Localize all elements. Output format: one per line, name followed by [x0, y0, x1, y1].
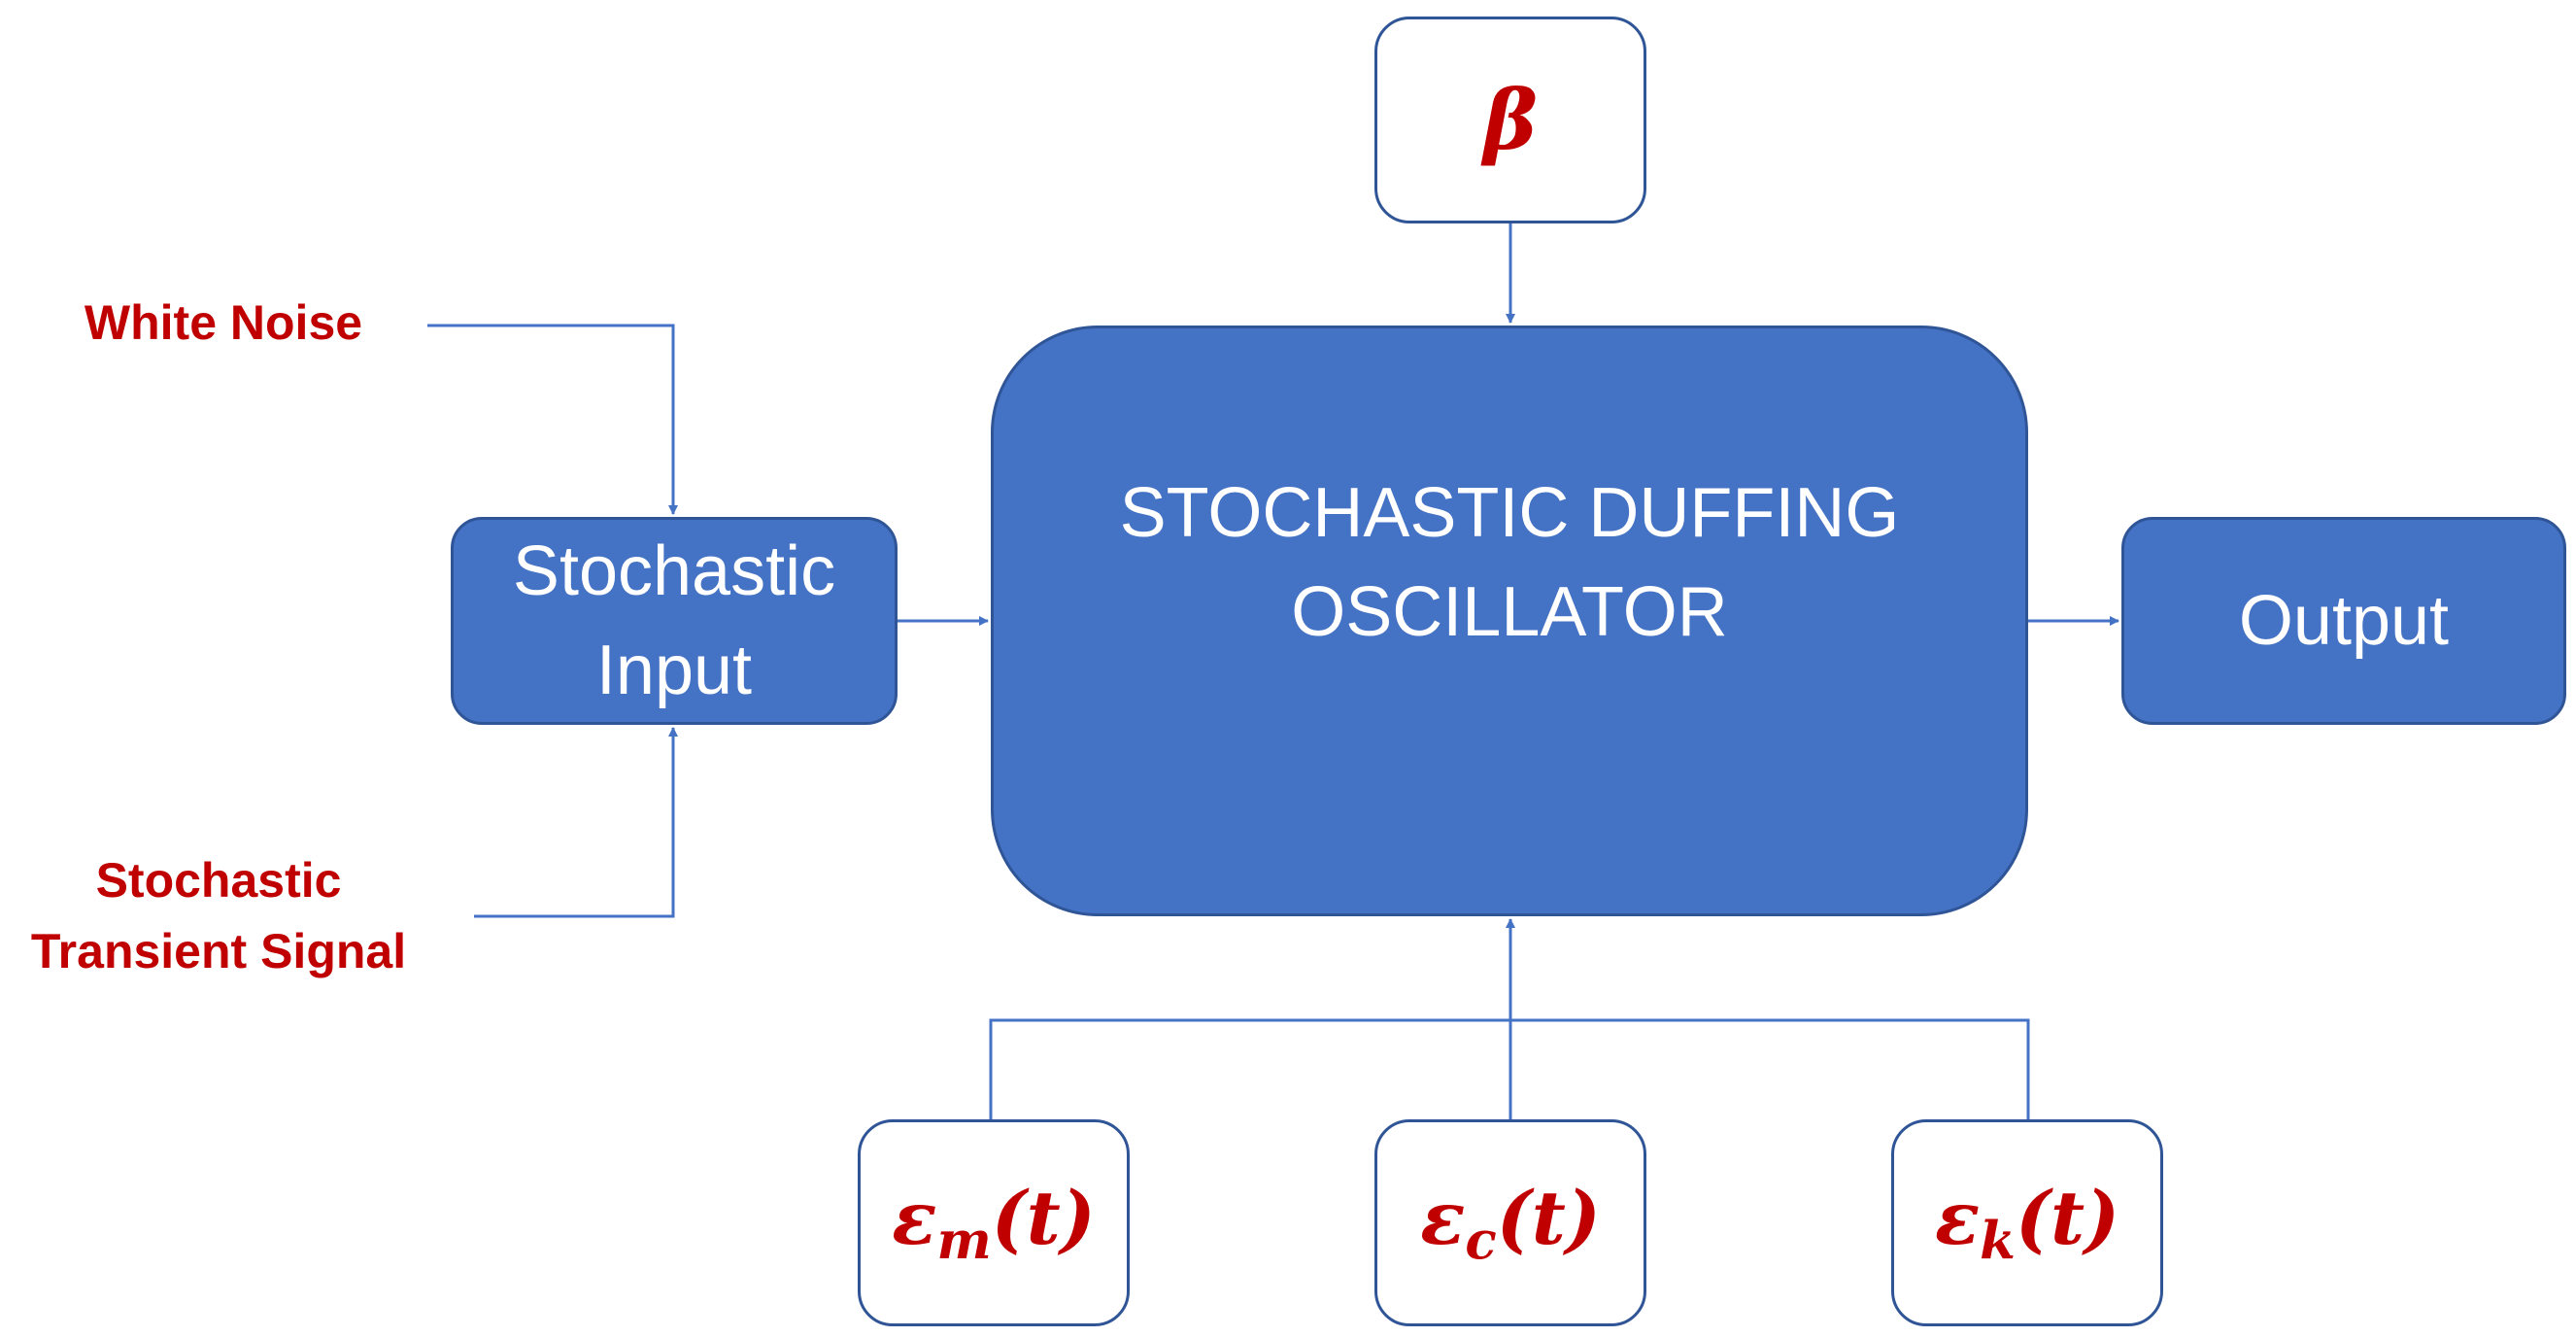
white-noise-text: White Noise [84, 295, 363, 350]
white-noise-label: White Noise [29, 288, 418, 359]
epsilon-c-symbol: ε [1420, 1175, 1466, 1262]
input-block-line2: Input [595, 632, 753, 709]
output-label: Output [2238, 582, 2450, 660]
connector-epsilon-bus [989, 1018, 2030, 1119]
stochastic-transient-label: Stochastic Transient Signal [0, 845, 437, 986]
connector-transient [474, 727, 678, 918]
epsilon-k-symbol: ε [1934, 1175, 1981, 1262]
beta-parameter-block: β [1374, 17, 1646, 223]
epsilon-c-block: εc(t) [1374, 1119, 1646, 1326]
epsilon-m-subscript: m [936, 1209, 992, 1271]
main-block-line2: OSCILLATOR [1291, 573, 1728, 651]
output-block: Output [2121, 517, 2566, 725]
stochastic-input-block: Stochastic Input [451, 517, 898, 725]
epsilon-c-subscript: c [1465, 1209, 1497, 1271]
epsilon-m-symbol: ε [892, 1175, 937, 1262]
epsilon-k-expression: εk(t) [1935, 1175, 2119, 1271]
transient-label-line2: Transient Signal [30, 923, 407, 978]
epsilon-m-expression: εm(t) [892, 1175, 1096, 1271]
transient-label-line1: Stochastic [95, 853, 342, 908]
epsilon-c-expression: εc(t) [1420, 1175, 1601, 1271]
epsilon-k-argument: (t) [2016, 1175, 2120, 1262]
epsilon-k-subscript: k [1980, 1209, 2017, 1271]
connector-white-noise [427, 324, 678, 515]
beta-symbol: β [1483, 72, 1538, 168]
epsilon-c-argument: (t) [1496, 1175, 1601, 1262]
epsilon-m-block: εm(t) [858, 1119, 1130, 1326]
main-block-line1: STOCHASTIC DUFFING [1119, 473, 1900, 552]
duffing-oscillator-block: STOCHASTIC DUFFING OSCILLATOR [991, 326, 2028, 916]
epsilon-k-block: εk(t) [1891, 1119, 2163, 1326]
input-block-line1: Stochastic [512, 531, 836, 610]
epsilon-m-argument: (t) [991, 1175, 1096, 1262]
